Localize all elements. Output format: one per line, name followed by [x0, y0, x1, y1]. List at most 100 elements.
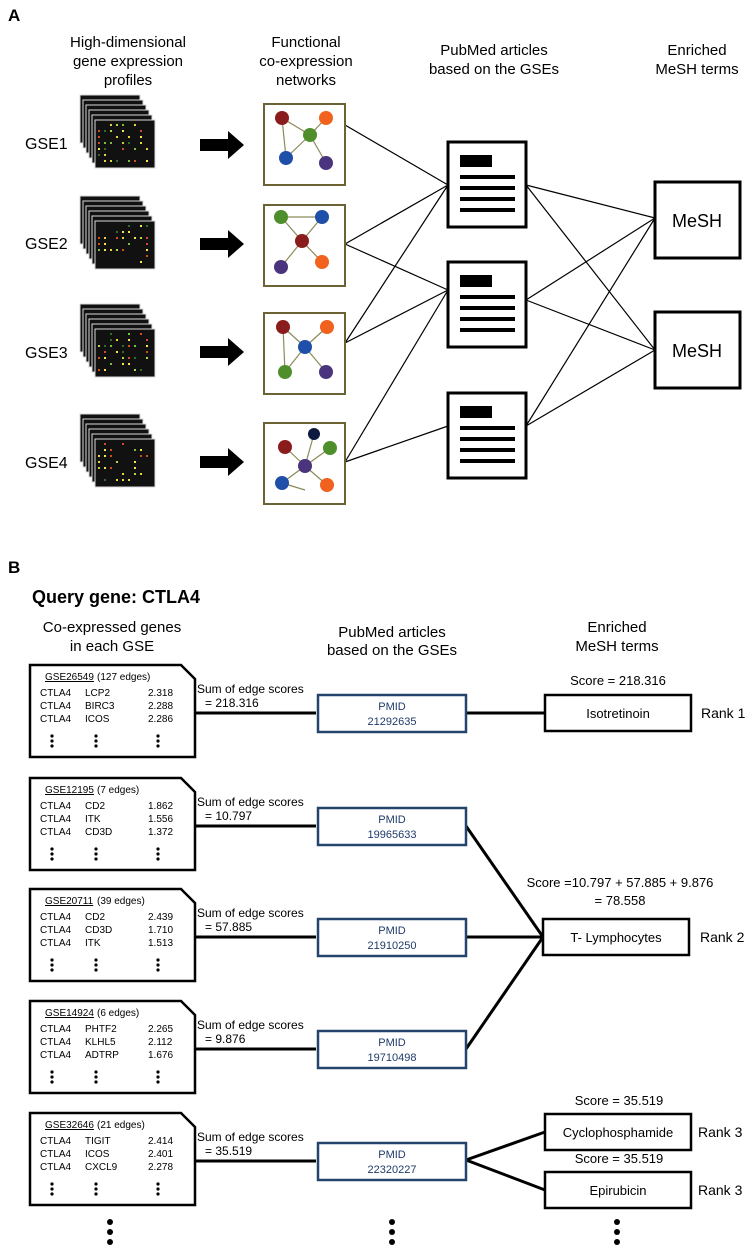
sum-edge-label: Sum of edge scores — [197, 682, 304, 696]
b-col1-line1: Co-expressed genes — [43, 619, 181, 636]
network-node — [315, 210, 329, 224]
query-gene-cell: CTLA4 — [40, 827, 72, 838]
network-node — [320, 478, 334, 492]
sum-edge-value: = 9.876 — [205, 1032, 246, 1046]
term-score: Score =10.797 + 57.885 + 9.876 — [527, 875, 714, 890]
network-node — [275, 111, 289, 125]
sum-edge-value: = 35.519 — [205, 1144, 252, 1158]
coexpressed-gene-cell: CD3D — [85, 925, 112, 936]
b-col1-line2: in each GSE — [70, 638, 154, 655]
coexpressed-gene-cell: PHTF2 — [85, 1024, 117, 1035]
network-node — [323, 441, 337, 455]
pmid-number[interactable]: 19965633 — [368, 829, 417, 841]
edge-score-cell: 1.676 — [148, 1050, 173, 1061]
sum-edge-value: = 10.797 — [205, 809, 252, 823]
col1-line2: gene expression — [73, 53, 183, 70]
microarray-stack-icon — [79, 94, 156, 169]
pmid-label: PMID — [378, 1037, 406, 1049]
col1-line1: High-dimensional — [70, 34, 186, 51]
edge-score-cell: 2.265 — [148, 1024, 173, 1035]
col4-line2: MeSH terms — [655, 61, 738, 78]
continuation-dots — [107, 1219, 620, 1245]
network-box-4 — [263, 422, 346, 505]
query-gene-cell: CTLA4 — [40, 1149, 72, 1160]
query-gene-cell: CTLA4 — [40, 1024, 72, 1035]
network-node — [303, 128, 317, 142]
mesh-box-2: MeSH — [653, 310, 742, 390]
network-node — [295, 234, 309, 248]
article-icon-3 — [446, 391, 528, 480]
query-gene-title: Query gene: CTLA4 — [32, 587, 200, 607]
b-col3-line1: Enriched — [587, 619, 646, 636]
term-t-lymphocytes: Score =10.797 + 57.885 + 9.876 = 78.558 … — [527, 875, 745, 957]
gse-label-4: GSE4 — [25, 455, 68, 472]
network-node — [320, 320, 334, 334]
gse-id[interactable]: GSE12195 — [45, 785, 94, 796]
edge-count: (21 edges) — [97, 1120, 145, 1131]
edge-score-cell: 1.862 — [148, 801, 173, 812]
edge-score-cell: 1.372 — [148, 827, 173, 838]
edge-count: (39 edges) — [97, 896, 145, 907]
coexpressed-gene-cell: CD2 — [85, 912, 105, 923]
network-node — [315, 255, 329, 269]
pmid-number[interactable]: 21910250 — [368, 940, 417, 952]
panel-a-column-headers: High-dimensional gene expression profile… — [70, 34, 739, 89]
coexpressed-gene-cell: KLHL5 — [85, 1037, 116, 1048]
edge-score-cell: 2.288 — [148, 701, 173, 712]
edge-score-cell: 2.318 — [148, 688, 173, 699]
query-gene-cell: CTLA4 — [40, 1037, 72, 1048]
network-node — [298, 459, 312, 473]
panel-a-label: A — [8, 6, 20, 25]
query-gene-cell: CTLA4 — [40, 1136, 72, 1147]
gse-id[interactable]: GSE26549 — [45, 672, 94, 683]
pmid-label: PMID — [378, 701, 406, 713]
arrow-icon — [200, 448, 244, 476]
arrow-icon — [200, 131, 244, 159]
network-node — [278, 365, 292, 379]
coexpressed-gene-cell: CXCL9 — [85, 1162, 118, 1173]
pmid-number[interactable]: 19710498 — [368, 1052, 417, 1064]
network-node — [298, 340, 312, 354]
edge-score-cell: 2.439 — [148, 912, 173, 923]
network-node — [278, 440, 292, 454]
query-gene-cell: CTLA4 — [40, 1162, 72, 1173]
network-box-1 — [263, 103, 346, 186]
gse-id[interactable]: GSE32646 — [45, 1120, 94, 1131]
term-rank: Rank 3 — [698, 1124, 743, 1140]
article-icon-2 — [446, 260, 528, 349]
term-epirubicin: Score = 35.519 Epirubicin Rank 3 — [543, 1151, 743, 1210]
pmid-number[interactable]: 22320227 — [368, 1164, 417, 1176]
panel-b: B Query gene: CTLA4 Co-expressed genes i… — [8, 558, 746, 1245]
query-gene-cell: CTLA4 — [40, 801, 72, 812]
mesh-label-2: MeSH — [672, 341, 722, 361]
pmid-number[interactable]: 21292635 — [368, 716, 417, 728]
edge-count: (6 edges) — [97, 1008, 139, 1019]
b-col2-line2: based on the GSEs — [327, 642, 457, 659]
coexpressed-gene-cell: ITK — [85, 814, 101, 825]
edge-score-cell: 1.556 — [148, 814, 173, 825]
coexpressed-gene-cell: LCP2 — [85, 688, 110, 699]
network-box-3 — [263, 312, 346, 395]
coexpressed-gene-cell: ICOS — [85, 1149, 110, 1160]
edge-score-cell: 2.112 — [148, 1037, 173, 1048]
b-col2-line1: PubMed articles — [338, 624, 446, 641]
network-node — [319, 111, 333, 125]
term-score: Score = 35.519 — [575, 1093, 664, 1108]
pmid-label: PMID — [378, 925, 406, 937]
network-node — [319, 365, 333, 379]
network-node — [274, 210, 288, 224]
gse-id[interactable]: GSE20711 — [45, 896, 94, 907]
query-gene-cell: CTLA4 — [40, 1050, 72, 1061]
panel-b-connectors — [464, 711, 546, 1192]
edge-score-cell: 2.401 — [148, 1149, 173, 1160]
gse-id[interactable]: GSE14924 — [45, 1008, 94, 1019]
term-name: Epirubicin — [589, 1183, 646, 1198]
edge-score-cell: 2.414 — [148, 1136, 173, 1147]
col2-line1: Functional — [271, 34, 340, 51]
term-cyclophosphamide: Score = 35.519 Cyclophosphamide Rank 3 — [543, 1093, 743, 1152]
term-rank: Rank 1 — [701, 705, 746, 721]
